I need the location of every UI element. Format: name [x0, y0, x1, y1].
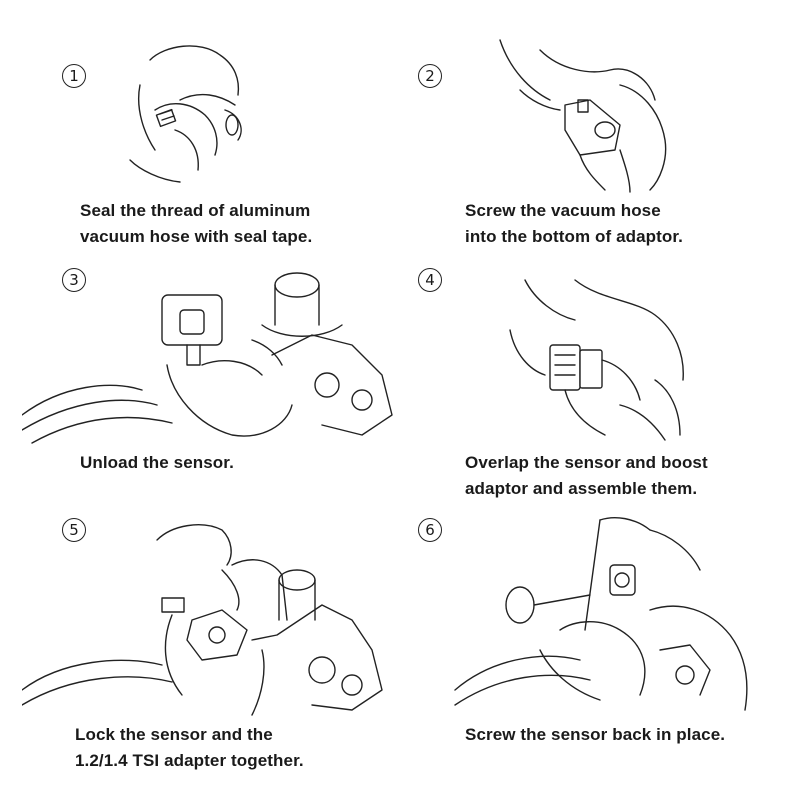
step-6-caption-line-1: Screw the sensor back in place.	[465, 725, 726, 744]
assemble-sensor-adaptor-illustration	[505, 270, 705, 445]
step-1-caption-line-1: Seal the thread of aluminum	[80, 201, 311, 220]
step-number-6: 6	[418, 518, 442, 542]
step-4-caption: Overlap the sensor and boost adaptor and…	[465, 450, 708, 502]
step-number-4: 4	[418, 268, 442, 292]
step-4-caption-line-1: Overlap the sensor and boost	[465, 453, 708, 472]
step-number-5: 5	[62, 518, 86, 542]
step-1-caption: Seal the thread of aluminum vacuum hose …	[80, 198, 312, 250]
step-2-caption: Screw the vacuum hose into the bottom of…	[465, 198, 683, 250]
seal-tape-illustration	[120, 40, 280, 190]
step-6-caption: Screw the sensor back in place.	[465, 722, 725, 748]
vacuum-hose-adaptor-illustration	[480, 30, 700, 195]
step-3-caption-line-1: Unload the sensor.	[80, 453, 234, 472]
screw-sensor-back-illustration	[450, 510, 760, 720]
step-number-3: 3	[62, 268, 86, 292]
step-4-caption-line-2: adaptor and assemble them.	[465, 479, 698, 498]
step-2-caption-line-1: Screw the vacuum hose	[465, 201, 661, 220]
step-5-caption: Lock the sensor and the 1.2/1.4 TSI adap…	[75, 722, 304, 774]
step-number-1: 1	[62, 64, 86, 88]
step-1-caption-line-2: vacuum hose with seal tape.	[80, 227, 313, 246]
step-3-caption: Unload the sensor.	[80, 450, 234, 476]
step-number-2: 2	[418, 64, 442, 88]
unload-sensor-illustration	[22, 265, 397, 445]
step-5-caption-line-2: 1.2/1.4 TSI adapter together.	[75, 751, 304, 770]
step-5-caption-line-1: Lock the sensor and the	[75, 725, 273, 744]
step-2-caption-line-2: into the bottom of adaptor.	[465, 227, 684, 246]
lock-sensor-adapter-illustration	[22, 510, 397, 720]
